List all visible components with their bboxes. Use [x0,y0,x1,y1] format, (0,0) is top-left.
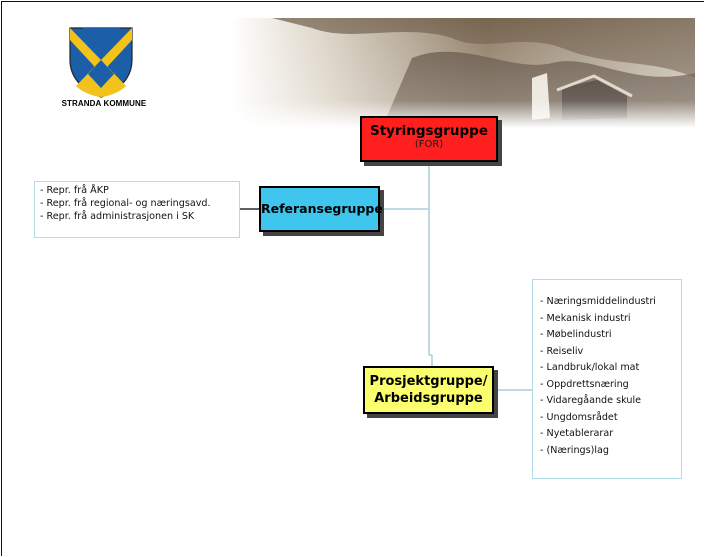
project-group-box: Prosjektgruppe/ Arbeidsgruppe [363,366,494,414]
reference-member: - Repr. frå administrasjonen i SK [40,211,195,222]
steering-group-box: Styringsgruppe (FOR) [360,116,498,162]
project-member: - Næringsmiddelindustri [540,296,656,307]
banner-photo [232,18,695,128]
project-member: - Nyetablerarar [540,428,614,439]
reference-group-title: Referansegruppe [261,201,383,216]
reference-member: - Repr. frå ÅKP [40,185,109,196]
project-member: - Landbruk/lokal mat [540,362,640,373]
project-member: - Mekanisk industri [540,312,631,324]
project-member: - (Nærings)lag [540,444,610,456]
reference-group-box: Referansegruppe [259,186,383,232]
project-member: - Oppdrettsnæring [540,378,629,390]
coat-of-arms-icon [69,27,133,98]
project-member: - Ungdomsrådet [540,411,618,423]
project-member: - Reiseliv [540,345,584,357]
project-group-title-line2: Arbeidsgruppe [374,391,483,406]
project-member: - Vidaregåande skule [540,395,642,406]
project-members-note: - Næringsmiddelindustri - Mekanisk indus… [532,279,682,479]
project-group-title-line1: Prosjektgruppe/ [369,374,488,389]
steering-group-subtitle: (FOR) [414,139,444,150]
project-member: - Møbelindustri [540,329,612,340]
reference-members-note: - Repr. frå ÅKP - Repr. frå regional- og… [34,181,240,238]
steering-group-title: Styringsgruppe [370,123,488,139]
organisation-name: STRANDA KOMMUNE [61,99,147,108]
reference-member: - Repr. frå regional- og næringsavd. [40,198,211,209]
